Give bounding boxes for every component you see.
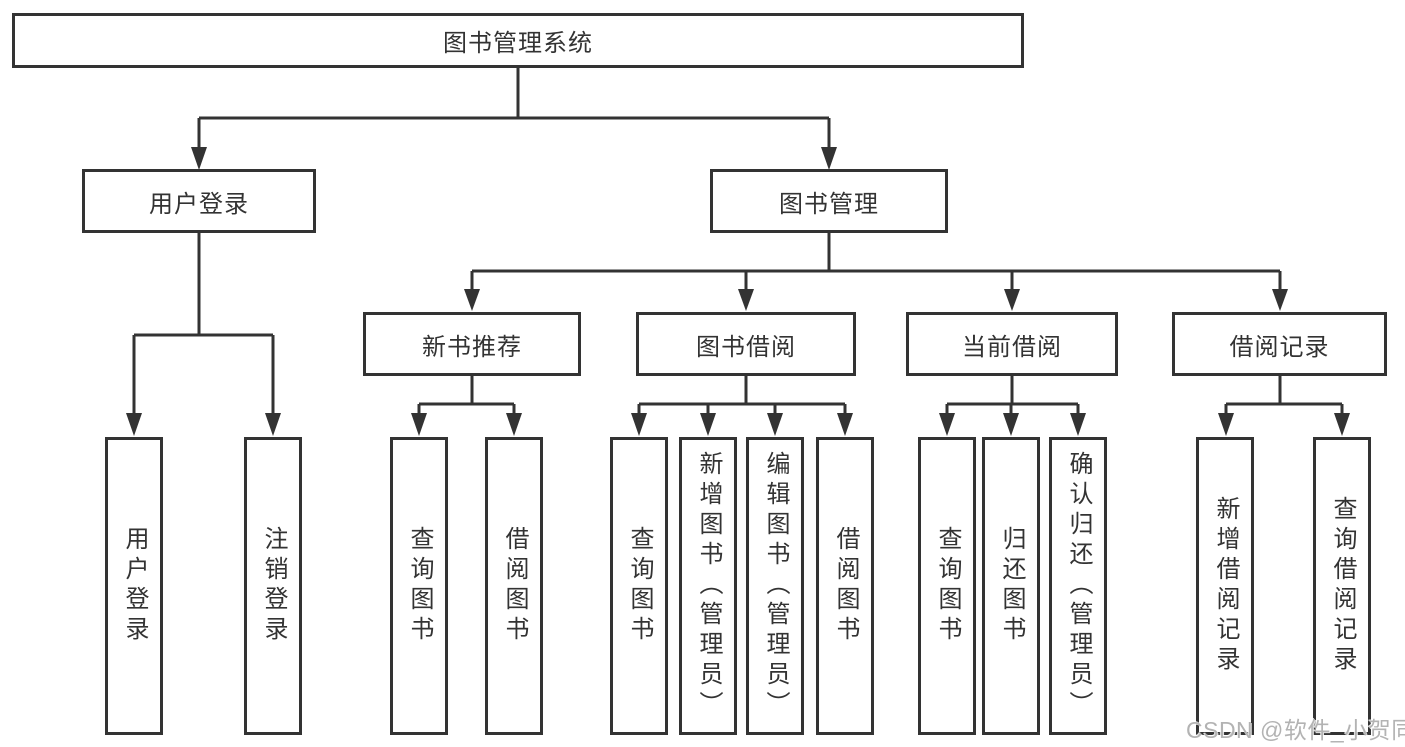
arrow-down-icon xyxy=(1070,413,1086,436)
leaf-borrow-book: 借阅图书 xyxy=(816,437,874,735)
arrow-down-icon xyxy=(738,289,754,311)
arrow-down-icon xyxy=(939,413,955,436)
arrow-down-icon xyxy=(631,413,647,436)
leaf-return-book: 归还图书 xyxy=(982,437,1040,735)
connector-book-management-to-level3 xyxy=(464,233,1288,311)
node-book-management-label: 图书管理 xyxy=(779,190,879,218)
arrow-down-icon xyxy=(700,413,716,436)
leaf-query-borrow-record-label: 查询借阅记录 xyxy=(1329,496,1356,676)
leaf-borrow-book-recommend-label: 借阅图书 xyxy=(501,526,528,646)
arrow-down-icon xyxy=(191,147,207,170)
node-borrow-record: 借阅记录 xyxy=(1172,312,1387,376)
leaf-query-book-current: 查询图书 xyxy=(918,437,976,735)
node-book-management: 图书管理 xyxy=(710,169,948,233)
node-new-book-recommend-label: 新书推荐 xyxy=(422,333,522,361)
arrow-down-icon xyxy=(1272,289,1288,311)
node-root-label: 图书管理系统 xyxy=(443,30,593,57)
connector-root-to-level2 xyxy=(191,68,837,170)
arrow-down-icon xyxy=(1003,413,1019,436)
leaf-query-book-current-label: 查询图书 xyxy=(934,526,961,646)
node-user-login-label: 用户登录 xyxy=(149,190,249,218)
leaf-edit-book-admin-label: 编辑图书（管理员） xyxy=(762,451,789,721)
leaf-logout: 注销登录 xyxy=(244,437,302,735)
arrow-down-icon xyxy=(1004,289,1020,311)
connector-current-borrow-to-leaves xyxy=(939,376,1086,436)
node-current-borrow: 当前借阅 xyxy=(906,312,1118,376)
leaf-query-book-borrow: 查询图书 xyxy=(610,437,668,735)
node-borrow-record-label: 借阅记录 xyxy=(1229,333,1330,361)
leaf-confirm-return-admin-label: 确认归还（管理员） xyxy=(1065,451,1092,721)
leaf-borrow-book-label: 借阅图书 xyxy=(832,526,859,646)
node-user-login: 用户登录 xyxy=(82,169,316,233)
leaf-edit-book-admin: 编辑图书（管理员） xyxy=(746,437,804,735)
connector-new-book-to-leaves xyxy=(411,376,522,436)
arrow-down-icon xyxy=(1218,413,1234,436)
leaf-borrow-book-recommend: 借阅图书 xyxy=(485,437,543,735)
leaf-query-borrow-record: 查询借阅记录 xyxy=(1313,437,1371,735)
arrow-down-icon xyxy=(1334,413,1350,436)
arrow-down-icon xyxy=(767,413,783,436)
leaf-query-book-borrow-label: 查询图书 xyxy=(626,526,653,646)
leaf-return-book-label: 归还图书 xyxy=(998,526,1025,646)
leaf-add-borrow-record-label: 新增借阅记录 xyxy=(1212,496,1239,676)
arrow-down-icon xyxy=(821,147,837,170)
leaf-add-book-admin-label: 新增图书（管理员） xyxy=(695,451,722,721)
node-book-borrow-label: 图书借阅 xyxy=(696,333,796,361)
leaf-logout-label: 注销登录 xyxy=(260,526,287,646)
leaf-query-book-recommend: 查询图书 xyxy=(390,437,448,735)
csdn-watermark: CSDN @软件_小贺同学 xyxy=(1186,717,1405,743)
node-current-borrow-label: 当前借阅 xyxy=(962,333,1062,361)
arrow-down-icon xyxy=(837,413,853,436)
leaf-query-book-recommend-label: 查询图书 xyxy=(406,526,433,646)
arrow-down-icon xyxy=(464,289,480,311)
node-book-borrow: 图书借阅 xyxy=(636,312,856,376)
arrow-down-icon xyxy=(126,413,142,436)
node-new-book-recommend: 新书推荐 xyxy=(363,312,581,376)
leaf-confirm-return-admin: 确认归还（管理员） xyxy=(1049,437,1107,735)
leaf-user-login-label: 用户登录 xyxy=(121,526,148,646)
leaf-add-borrow-record: 新增借阅记录 xyxy=(1196,437,1254,735)
leaf-user-login: 用户登录 xyxy=(105,437,163,735)
node-root: 图书管理系统 xyxy=(12,13,1024,68)
arrow-down-icon xyxy=(506,413,522,436)
arrow-down-icon xyxy=(411,413,427,436)
leaf-add-book-admin: 新增图书（管理员） xyxy=(679,437,737,735)
connector-borrow-record-to-leaves xyxy=(1218,376,1350,436)
connector-user-login-to-leaves xyxy=(126,233,281,436)
arrow-down-icon xyxy=(265,413,281,436)
connector-book-borrow-to-leaves xyxy=(631,376,853,436)
